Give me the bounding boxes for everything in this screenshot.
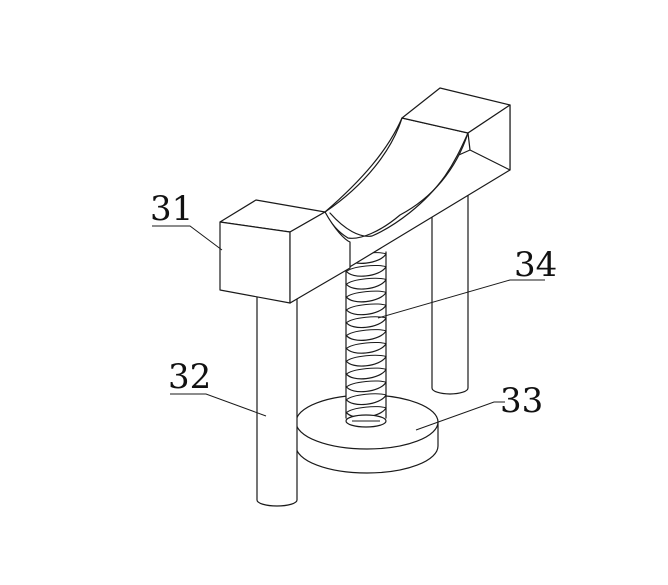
spring-coil-back xyxy=(345,380,387,388)
leader-lines xyxy=(152,225,545,431)
spring-coil-back xyxy=(345,277,387,286)
spring-coil-back xyxy=(345,393,387,401)
callout-34: 34 xyxy=(514,245,557,285)
callout-32: 32 xyxy=(168,357,211,397)
callout-31: 31 xyxy=(150,189,193,229)
spring-coil xyxy=(345,279,387,290)
spring-coil-back xyxy=(345,367,387,375)
spring-coil-back xyxy=(345,290,387,298)
rear-guide-post xyxy=(431,179,469,395)
spring-coil-back xyxy=(345,265,387,273)
spring-coil xyxy=(345,394,387,406)
spring-coil-back xyxy=(345,342,387,350)
front-guide-post xyxy=(256,291,298,507)
spring-coil xyxy=(345,266,387,277)
spring-coil-back xyxy=(345,329,387,337)
spring-coil-back xyxy=(345,406,387,414)
spring-coil xyxy=(345,356,387,367)
spring-coil xyxy=(345,343,387,354)
callout-33: 33 xyxy=(500,381,543,421)
spring-coil-back xyxy=(345,303,387,311)
spring-coil xyxy=(345,368,387,380)
saddle-support xyxy=(219,87,511,304)
spring-coil xyxy=(345,317,387,329)
spring-coil xyxy=(345,304,387,316)
spring-coil xyxy=(345,381,387,393)
spring xyxy=(345,250,387,428)
spring-coil-back xyxy=(345,354,387,363)
spring-coil xyxy=(345,291,387,303)
spring-coil xyxy=(345,330,387,341)
spring-coil-back xyxy=(345,316,387,324)
